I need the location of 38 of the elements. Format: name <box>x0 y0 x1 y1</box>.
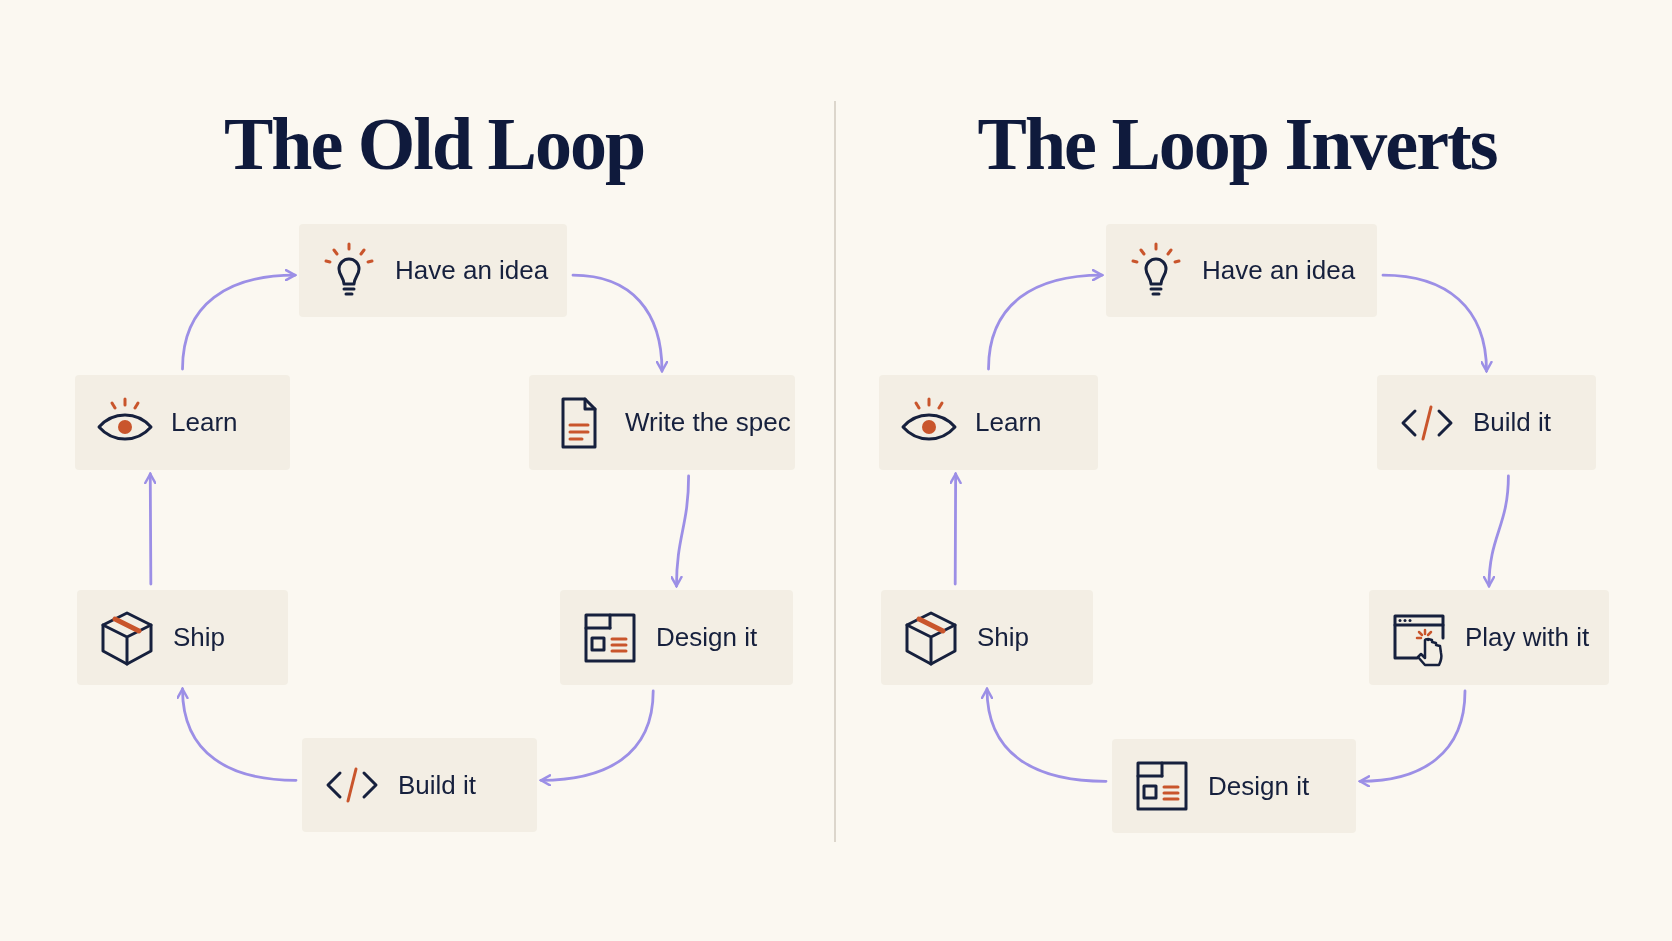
step-label: Build it <box>398 768 477 802</box>
step-box <box>529 375 795 470</box>
step-label: Build it <box>1473 406 1552 439</box>
step-box <box>881 590 1093 685</box>
step-label: Write the spec <box>625 406 791 439</box>
step-box <box>1106 224 1377 317</box>
step-box <box>77 590 288 685</box>
step-label: Have an idea <box>395 254 549 287</box>
step-box <box>1369 590 1609 685</box>
curved-arrow <box>949 472 962 586</box>
panel-heading: The Old Loop <box>223 101 645 187</box>
step-box <box>302 738 537 832</box>
curved-arrow <box>181 269 297 371</box>
curved-arrow <box>670 474 690 588</box>
step-label: Design it <box>656 621 758 654</box>
step-label: Learn <box>171 406 238 439</box>
curved-arrow <box>987 269 1104 371</box>
curved-arrow <box>176 687 298 782</box>
step-box <box>560 590 793 685</box>
step-label: Play with it <box>1465 621 1590 654</box>
step-box <box>75 375 290 470</box>
curved-arrow <box>571 273 668 373</box>
step-label: Have an idea <box>1202 254 1356 287</box>
curved-arrow <box>981 687 1108 783</box>
step-box <box>1377 375 1596 470</box>
step-label: Ship <box>977 621 1030 654</box>
curved-arrow <box>539 689 655 787</box>
step-label: Design it <box>1208 769 1310 803</box>
curved-arrow <box>144 472 157 586</box>
step-label: Ship <box>173 621 226 654</box>
step-box <box>299 224 567 317</box>
curved-arrow <box>1483 474 1510 588</box>
step-label: Learn <box>975 406 1042 439</box>
curved-arrow <box>1381 273 1493 373</box>
step-box <box>879 375 1098 470</box>
panel-heading: The Loop Inverts <box>977 101 1497 187</box>
step-box <box>1112 739 1356 833</box>
curved-arrow <box>1358 689 1467 788</box>
